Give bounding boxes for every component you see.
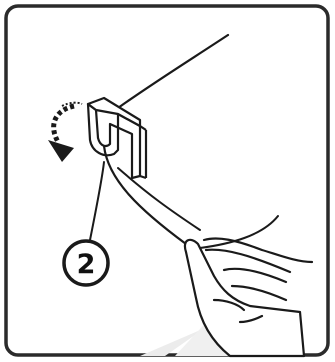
step-callout: 2 (62, 239, 110, 287)
step-number: 2 (77, 249, 96, 280)
cable-lower (117, 167, 201, 231)
clip-icon (86, 96, 148, 180)
cable-top (116, 33, 230, 110)
curved-arrow-icon (48, 101, 83, 162)
cable-loose-end (199, 215, 279, 249)
hand-icon (183, 237, 314, 358)
cable-through-clip (102, 144, 188, 246)
step-circle (62, 239, 110, 287)
diagram-frame (4, 4, 330, 357)
callout-leader (89, 161, 105, 241)
